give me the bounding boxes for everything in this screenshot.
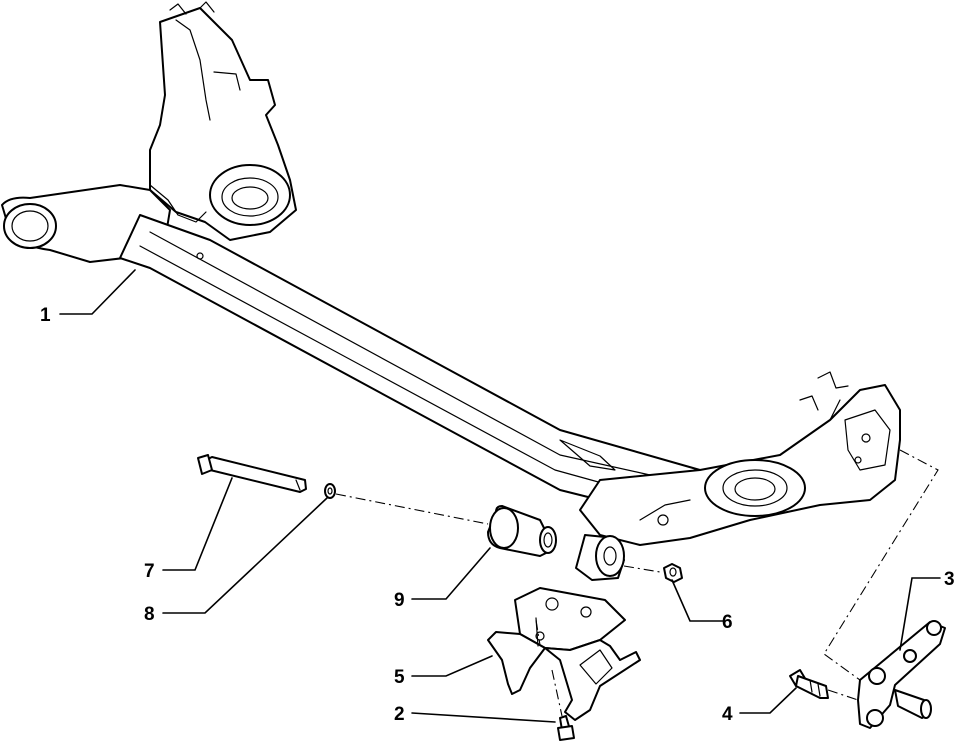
- callout-2: 2: [394, 704, 405, 725]
- callout-5: 5: [394, 667, 405, 688]
- leader-8: [162, 497, 328, 614]
- mounting-bracket: [487, 587, 641, 721]
- callout-8: 8: [144, 604, 155, 625]
- leader-9: [411, 547, 491, 600]
- leader-4: [739, 687, 797, 714]
- leader-5: [411, 655, 493, 677]
- nut: [663, 563, 683, 583]
- bolt2-axis-line: [551, 669, 563, 717]
- nut-axis-line: [623, 565, 661, 573]
- long-bolt: [197, 454, 307, 493]
- callout-7: 7: [144, 561, 155, 582]
- callout-9: 9: [394, 590, 405, 611]
- mounted-bushing: [575, 534, 625, 581]
- callout-3: 3: [944, 569, 955, 590]
- leader-2: [411, 712, 556, 723]
- leader-1: [59, 269, 136, 315]
- leader-7: [162, 477, 233, 571]
- hub-axis-line: [823, 449, 939, 681]
- callout-1: 1: [40, 305, 51, 326]
- small-bolt: [557, 715, 575, 741]
- stub-axle: [857, 620, 946, 729]
- rear-axle-beam: [1, 1, 901, 546]
- bolt-axis-line: [335, 493, 489, 525]
- hub-bolt-axis-line: [827, 689, 859, 701]
- rubber-bushing: [487, 505, 557, 557]
- washer: [324, 483, 336, 499]
- bracket-axis-line: [535, 619, 541, 646]
- hub-bolt: [789, 669, 829, 699]
- callout-4: 4: [722, 704, 733, 725]
- callout-6: 6: [722, 612, 733, 633]
- leader-3: [899, 577, 941, 651]
- leader-6: [671, 579, 725, 622]
